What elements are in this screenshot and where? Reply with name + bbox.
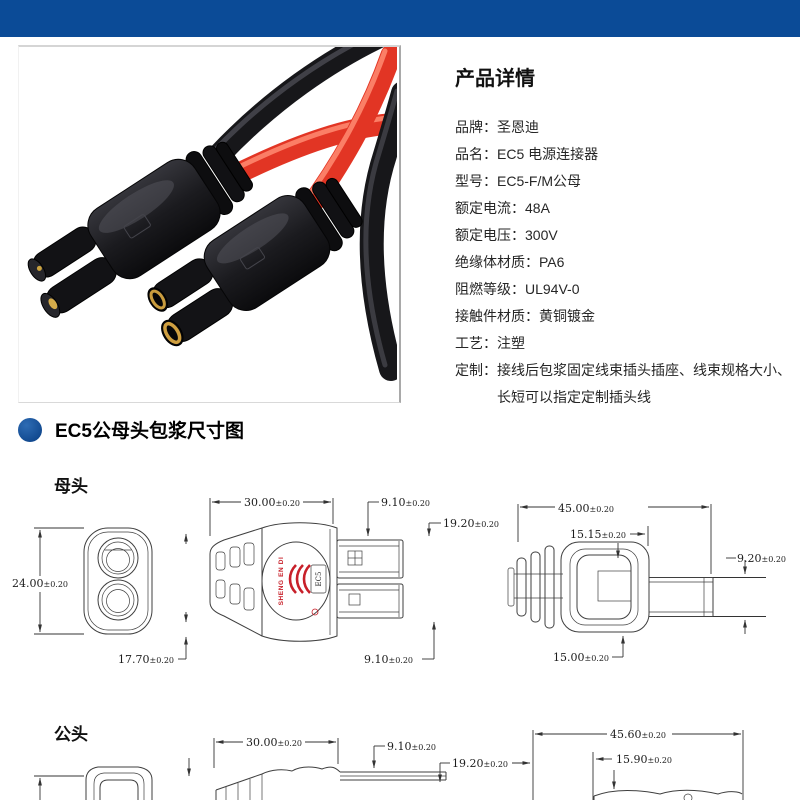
detail-row-process: 工艺：注塑 — [455, 335, 525, 351]
detail-row-insulator: 绝缘体材质：PA6 — [455, 254, 565, 270]
dim-female-side-tab-top: 9.10±0.20 — [381, 496, 430, 509]
detail-row-custom-cont: 长短可以指定定制插头线 — [497, 389, 651, 405]
wire-black-left — [207, 47, 384, 167]
brand-logo-text: SHENG EN DI — [278, 557, 285, 606]
bullet-icon — [18, 417, 42, 442]
dim-male-side-tab: 9.10±0.20 — [387, 740, 436, 753]
detail-row-name: 品名：EC5 电源连接器 — [455, 146, 599, 162]
product-photo — [18, 45, 401, 403]
cable-connectors-photo — [27, 47, 397, 381]
top-banner-bar — [0, 0, 800, 37]
detail-row-brand: 品牌：圣恩迪 — [455, 119, 539, 135]
dim-female-side-tab-bottom: 9.10±0.20 — [364, 653, 413, 666]
male-dimension-drawing: 30.00±0.20 9.10±0.20 19.20±0.20 45.60±0.… — [34, 726, 744, 800]
gold-pin-tip — [36, 265, 42, 271]
detail-row-flame: 阻燃等级：UL94V-0 — [455, 281, 580, 297]
detail-row-custom: 定制：接线后包浆固定线束插头插座、线束规格大小、 — [455, 362, 791, 378]
male-front-view — [34, 766, 153, 800]
wire-black-right — [359, 82, 397, 381]
dim-male-top-face: 15.90±0.20 — [616, 753, 672, 766]
dim-female-side-tab-span: 19.20±0.20 — [443, 517, 499, 530]
brand-logo-mark — [288, 564, 311, 594]
female-side-view: SHENG EN DI EC5 — [184, 494, 499, 666]
dim-female-top-face: 15.15±0.20 — [570, 528, 626, 541]
female-front-view: 24.00±0.20 17.70±0.20 — [12, 527, 188, 666]
detail-row-contact: 接触件材质：黄铜镀金 — [455, 308, 595, 324]
dim-female-side-length: 30.00±0.20 — [244, 496, 300, 509]
registered-mark-icon — [311, 608, 319, 616]
ec5-marking-text: EC5 — [315, 572, 323, 587]
dim-male-side-length: 30.00±0.20 — [246, 736, 302, 749]
male-top-view: 45.60±0.20 15.90±0.20 — [532, 726, 744, 800]
male-head-label: 公头 — [54, 725, 88, 744]
dim-female-front-width: 17.70±0.20 — [118, 653, 174, 666]
male-connector — [27, 141, 253, 318]
dim-female-front-height: 24.00±0.20 — [12, 577, 68, 590]
dim-female-top-cable: 9.20±0.20 — [737, 552, 786, 565]
molded-marking — [123, 214, 151, 239]
dim-female-top-length: 45.00±0.20 — [558, 502, 614, 515]
product-details-panel: 产品详情 品牌：圣恩迪 品名：EC5 电源连接器 型号：EC5-F/M公母 额定… — [455, 62, 795, 411]
dim-female-top-body: 15.00±0.20 — [553, 651, 609, 664]
female-top-view: 45.00±0.20 15.15±0.20 9.20±0.20 15.00±0.… — [507, 500, 786, 664]
detail-row-model: 型号：EC5-F/M公母 — [455, 173, 581, 189]
male-side-view: 30.00±0.20 9.10±0.20 19.20±0.20 — [187, 734, 531, 800]
details-title: 产品详情 — [455, 68, 535, 90]
molded-marking — [240, 247, 266, 270]
gold-socket-ring — [163, 321, 182, 345]
dim-male-side-span: 19.20±0.20 — [452, 757, 508, 770]
section-header: EC5公母头包浆尺寸图 — [18, 416, 244, 443]
section-title: EC5公母头包浆尺寸图 — [55, 421, 244, 442]
detail-row-current: 额定电流：48A — [455, 200, 550, 216]
dim-male-top-length: 45.60±0.20 — [610, 728, 666, 741]
female-head-label: 母头 — [54, 477, 88, 496]
detail-row-voltage: 额定电压：300V — [455, 227, 558, 243]
gold-pin-tip — [48, 298, 58, 310]
female-connector — [147, 177, 363, 347]
female-dimension-drawing: 24.00±0.20 17.70±0.20 SHENG EN DI — [12, 494, 786, 666]
gold-socket-ring — [149, 289, 166, 310]
